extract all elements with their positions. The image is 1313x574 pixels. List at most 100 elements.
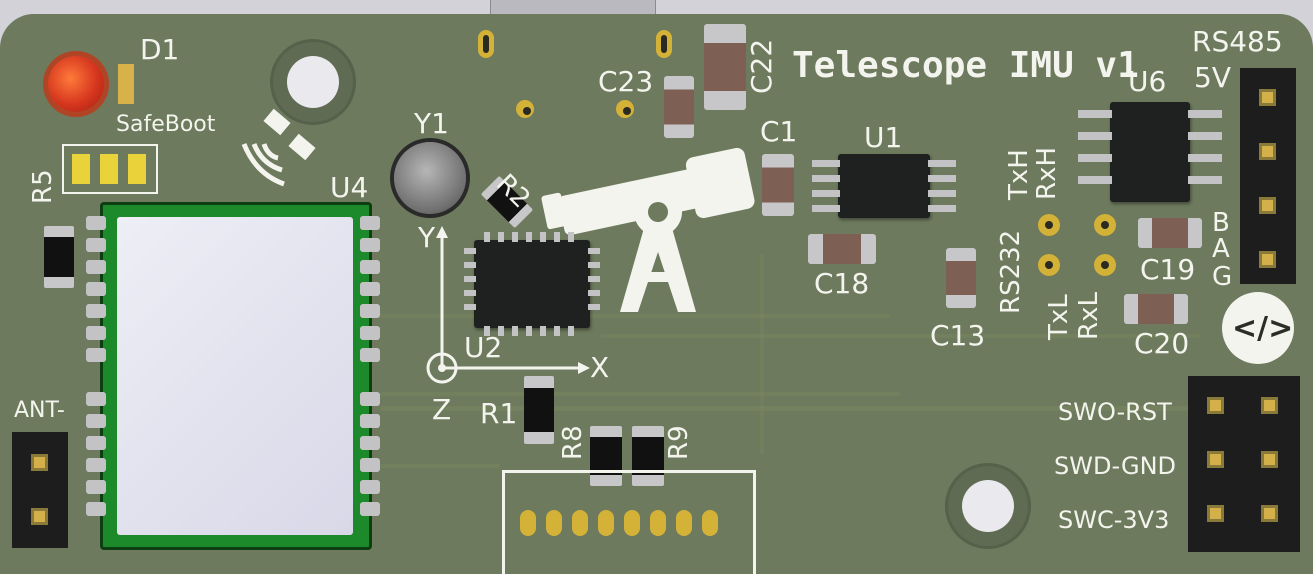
ic-u1 [838,154,930,218]
module-pad [86,414,106,428]
label-safeboot: SafeBoot [116,112,216,137]
ic-pin [812,160,840,167]
header-pin [1261,397,1278,414]
mounting-hole-top [287,56,339,108]
trace [380,392,900,396]
label-r8: R8 [558,425,588,460]
label-c20: C20 [1134,327,1190,360]
ic-pin [588,304,600,310]
ic-pin [554,326,560,336]
label-y1: Y1 [414,107,449,140]
label-r1: R1 [480,397,518,430]
ic-pin [588,290,600,296]
rs232-pad [1094,254,1116,276]
ic-pin [1188,176,1222,184]
module-pad [360,238,380,252]
rs485-header [1240,68,1296,284]
ic-u6 [1110,102,1190,202]
label-u6: U6 [1128,65,1167,98]
ic-pin [568,232,574,242]
label-txl: TxL [1044,294,1074,340]
jumper-pad [100,154,118,184]
resistor-r8 [590,426,622,486]
label-swd-gnd: SWD-GND [1054,452,1177,480]
connector-pad [650,510,666,536]
module-pad [86,392,106,406]
connector-pad [676,510,692,536]
ic-pin [812,205,840,212]
ic-pin [464,276,476,282]
ic-pin [588,248,600,254]
trace [760,254,764,454]
label-ant: ANT- [14,398,65,423]
connector-pad [520,510,536,536]
module-pad [86,458,106,472]
pcb-board: D1 SafeBoot R5 U4 ANT- Y1 R2 C23 C22 [0,14,1313,574]
connector-pad [624,510,640,536]
capacitor-c18 [808,234,876,264]
label-rxl: RxL [1074,292,1104,340]
ic-pin [484,326,490,336]
module-pad [86,326,106,340]
bottom-connector [502,470,756,574]
module-pad [86,216,106,230]
ic-pin [928,175,956,182]
capacitor-c1 [762,154,794,216]
label-rs485: RS485 [1192,25,1283,58]
ic-pin [526,232,532,242]
resistor-r5 [44,226,74,288]
header-pin [1259,197,1276,214]
ic-pin [464,262,476,268]
module-pad [360,414,380,428]
header-pin [31,454,48,471]
module-pad [360,502,380,516]
axis-indicator [426,226,590,384]
ic-pin [1078,154,1112,162]
module-pad [360,480,380,494]
telescope-logo-icon [541,147,755,312]
resistor-r1 [524,376,554,444]
label-u4: U4 [330,171,369,204]
usb-slot [478,30,494,58]
usb-slot [656,30,672,58]
ic-pin [484,232,490,242]
jumper-pad [128,154,146,184]
ic-pin [540,232,546,242]
ic-pin [1188,110,1222,118]
usb-connector-tab [490,0,656,15]
label-c18: C18 [814,267,870,300]
module-pad [360,282,380,296]
rs232-pad [1094,214,1116,236]
ic-pin [464,304,476,310]
via-pad [516,100,534,118]
led-d1 [48,56,104,112]
label-u1: U1 [864,121,903,154]
module-pad [360,260,380,274]
label-c23: C23 [598,65,654,98]
ic-pin [464,248,476,254]
header-pin [1207,505,1224,522]
connector-pad [702,510,718,536]
module-pad [86,348,106,362]
header-pin [1259,89,1276,106]
module-pad [86,502,106,516]
via-pad [616,100,634,118]
label-a: A [1212,234,1230,264]
ic-pin [498,326,504,336]
capacitor-c19 [1138,218,1202,248]
label-c19: C19 [1140,253,1196,286]
ic-u2 [474,240,590,328]
module-pad [86,436,106,450]
label-axis-x: X [590,351,610,384]
ic-pin [554,232,560,242]
connector-pad [598,510,614,536]
capacitor-c22 [704,24,746,110]
ic-pin [928,160,956,167]
header-pin [1259,143,1276,160]
ic-pin [812,190,840,197]
ic-pin [526,326,532,336]
label-swc-3v3: SWC-3V3 [1058,506,1170,534]
label-g: G [1212,262,1233,292]
satellite-icon [241,108,316,187]
resistor-r9 [632,426,664,486]
